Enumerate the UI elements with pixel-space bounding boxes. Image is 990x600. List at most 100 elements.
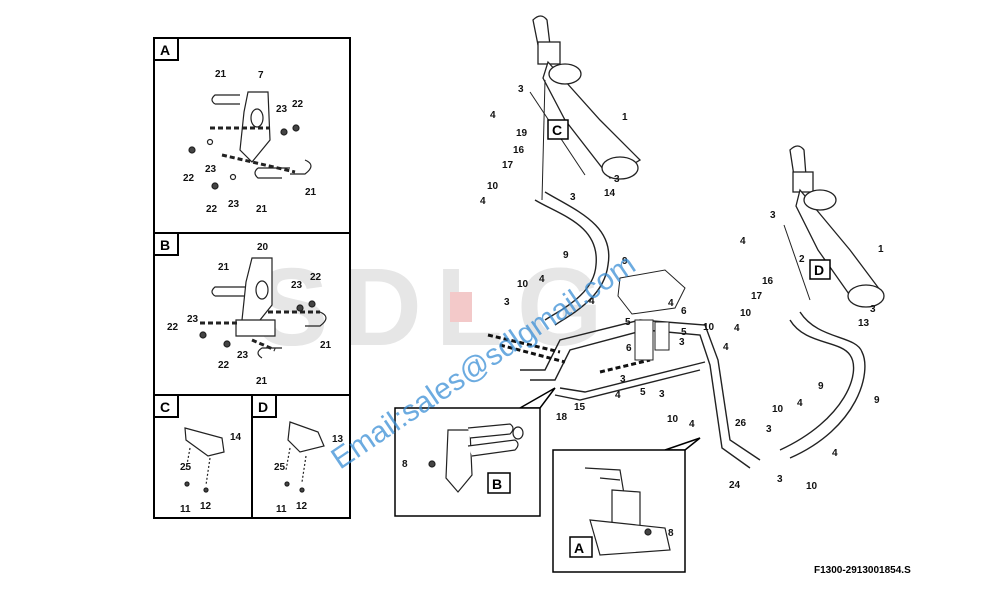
part-callout: 4 — [734, 323, 740, 334]
box-d-callouts: 13 25 11 12 — [274, 434, 344, 515]
part-callout: 23 — [228, 199, 240, 210]
part-callout: 22 — [206, 204, 218, 215]
right-callouts: 3 4 1 2 16 17 10 4 3 13 9 9 4 10 3 3 4 1… — [734, 210, 884, 492]
part-callout: 4 — [723, 342, 729, 353]
box-c-tag — [153, 394, 179, 418]
hydraulic-hoses — [520, 191, 866, 469]
inline-c-label: C — [552, 122, 562, 138]
part-callout: 21 — [218, 262, 230, 273]
part-callout: 19 — [516, 128, 528, 139]
logo-red-accent — [450, 292, 472, 322]
detail-label: A — [574, 540, 584, 556]
part-callout: 3 — [659, 389, 665, 400]
part-callout: 3 — [504, 297, 510, 308]
part-callout: 20 — [257, 242, 269, 253]
part-callout: 5 — [640, 387, 646, 398]
main-callouts: 3 4 19 1 16 17 3 3 14 10 4 9 9 10 4 3 4 … — [480, 84, 747, 491]
part-callout: 22 — [218, 360, 230, 371]
part-callout: 22 — [167, 322, 179, 333]
part-callout: 6 — [626, 343, 632, 354]
part-callout: 3 — [766, 424, 772, 435]
clamp-d-drawing — [284, 421, 325, 493]
control-valve-block — [617, 269, 686, 361]
part-callout: 1 — [878, 244, 884, 255]
part-callout: 4 — [539, 274, 545, 285]
box-b-tag — [153, 232, 179, 256]
part-callout: 5 — [681, 327, 687, 338]
part-callout: 13 — [858, 318, 870, 329]
part-callout: 8 — [402, 459, 408, 470]
inline-d-label: D — [814, 262, 824, 278]
box-d-label: D — [258, 399, 268, 415]
box-d-tag — [251, 394, 277, 418]
detail-b-inset: B 8 — [394, 387, 556, 517]
part-callout: 17 — [751, 291, 763, 302]
part-callout: 10 — [740, 308, 752, 319]
box-b-label: B — [160, 237, 170, 253]
inline-d-tag — [809, 259, 831, 280]
part-callout: 11 — [180, 504, 191, 515]
part-callout: 3 — [777, 474, 783, 485]
part-callout: 4 — [668, 298, 674, 309]
part-callout: 11 — [276, 504, 287, 515]
part-callout: 24 — [729, 480, 741, 491]
part-callout: 23 — [276, 104, 288, 115]
left-hydraulic-cylinder — [529, 15, 642, 201]
part-callout: 18 — [556, 412, 568, 423]
part-callout: 23 — [291, 280, 303, 291]
part-callout: 12 — [200, 501, 212, 512]
part-callout: 4 — [589, 296, 595, 307]
part-callout: 4 — [615, 390, 621, 401]
part-callout: 21 — [305, 187, 317, 198]
part-callout: 3 — [614, 174, 620, 185]
part-callout: 23 — [187, 314, 199, 325]
part-callout: 21 — [256, 376, 268, 387]
part-callout: 21 — [320, 340, 332, 351]
bracket-b-drawing — [199, 257, 327, 359]
box-a-tag — [153, 37, 179, 61]
part-callout: 3 — [870, 304, 876, 315]
part-callout: 3 — [679, 337, 685, 348]
part-callout: 4 — [832, 448, 838, 459]
box-a-callouts: 21 7 23 22 23 22 23 22 23 21 21 — [183, 69, 317, 215]
part-callout: 25 — [180, 462, 192, 473]
part-callout: 3 — [570, 192, 576, 203]
clamp-c-drawing — [184, 427, 225, 493]
part-callout: 3 — [770, 210, 776, 221]
inline-c-tag — [547, 119, 569, 140]
part-callout: 22 — [310, 272, 322, 283]
part-callout: 10 — [487, 181, 499, 192]
part-callout: 9 — [622, 256, 628, 267]
part-callout: 10 — [517, 279, 529, 290]
part-callout: 16 — [762, 276, 774, 287]
part-callout: 9 — [818, 381, 824, 392]
part-callout: 3 — [620, 374, 626, 385]
part-callout: 16 — [513, 145, 525, 156]
part-callout: 4 — [490, 110, 496, 121]
part-callout: 23 — [205, 164, 217, 175]
part-callout: 4 — [740, 236, 746, 247]
box-c-label: C — [160, 399, 170, 415]
part-callout: 7 — [258, 70, 264, 81]
part-callout: 21 — [256, 204, 268, 215]
part-callout: 3 — [518, 84, 524, 95]
part-callout: 13 — [332, 434, 344, 445]
part-callout: 23 — [237, 350, 249, 361]
part-callout: 5 — [625, 317, 631, 328]
part-callout: 9 — [563, 250, 569, 261]
part-callout: 6 — [681, 306, 687, 317]
part-callout: 17 — [502, 160, 514, 171]
part-callout: 21 — [215, 69, 227, 80]
part-callout: 14 — [604, 188, 616, 199]
drawing-number: F1300-2913001854.S — [814, 565, 911, 576]
bracket-a-drawing — [188, 91, 312, 190]
part-callout: 15 — [574, 402, 586, 413]
part-callout: 2 — [799, 254, 805, 265]
part-callout: 10 — [667, 414, 679, 425]
detail-a-inset: A 8 — [552, 437, 701, 573]
part-callout: 4 — [480, 196, 486, 207]
part-callout: 4 — [689, 419, 695, 430]
dashed-fastener-lines — [487, 333, 651, 374]
part-callout: 1 — [622, 112, 628, 123]
